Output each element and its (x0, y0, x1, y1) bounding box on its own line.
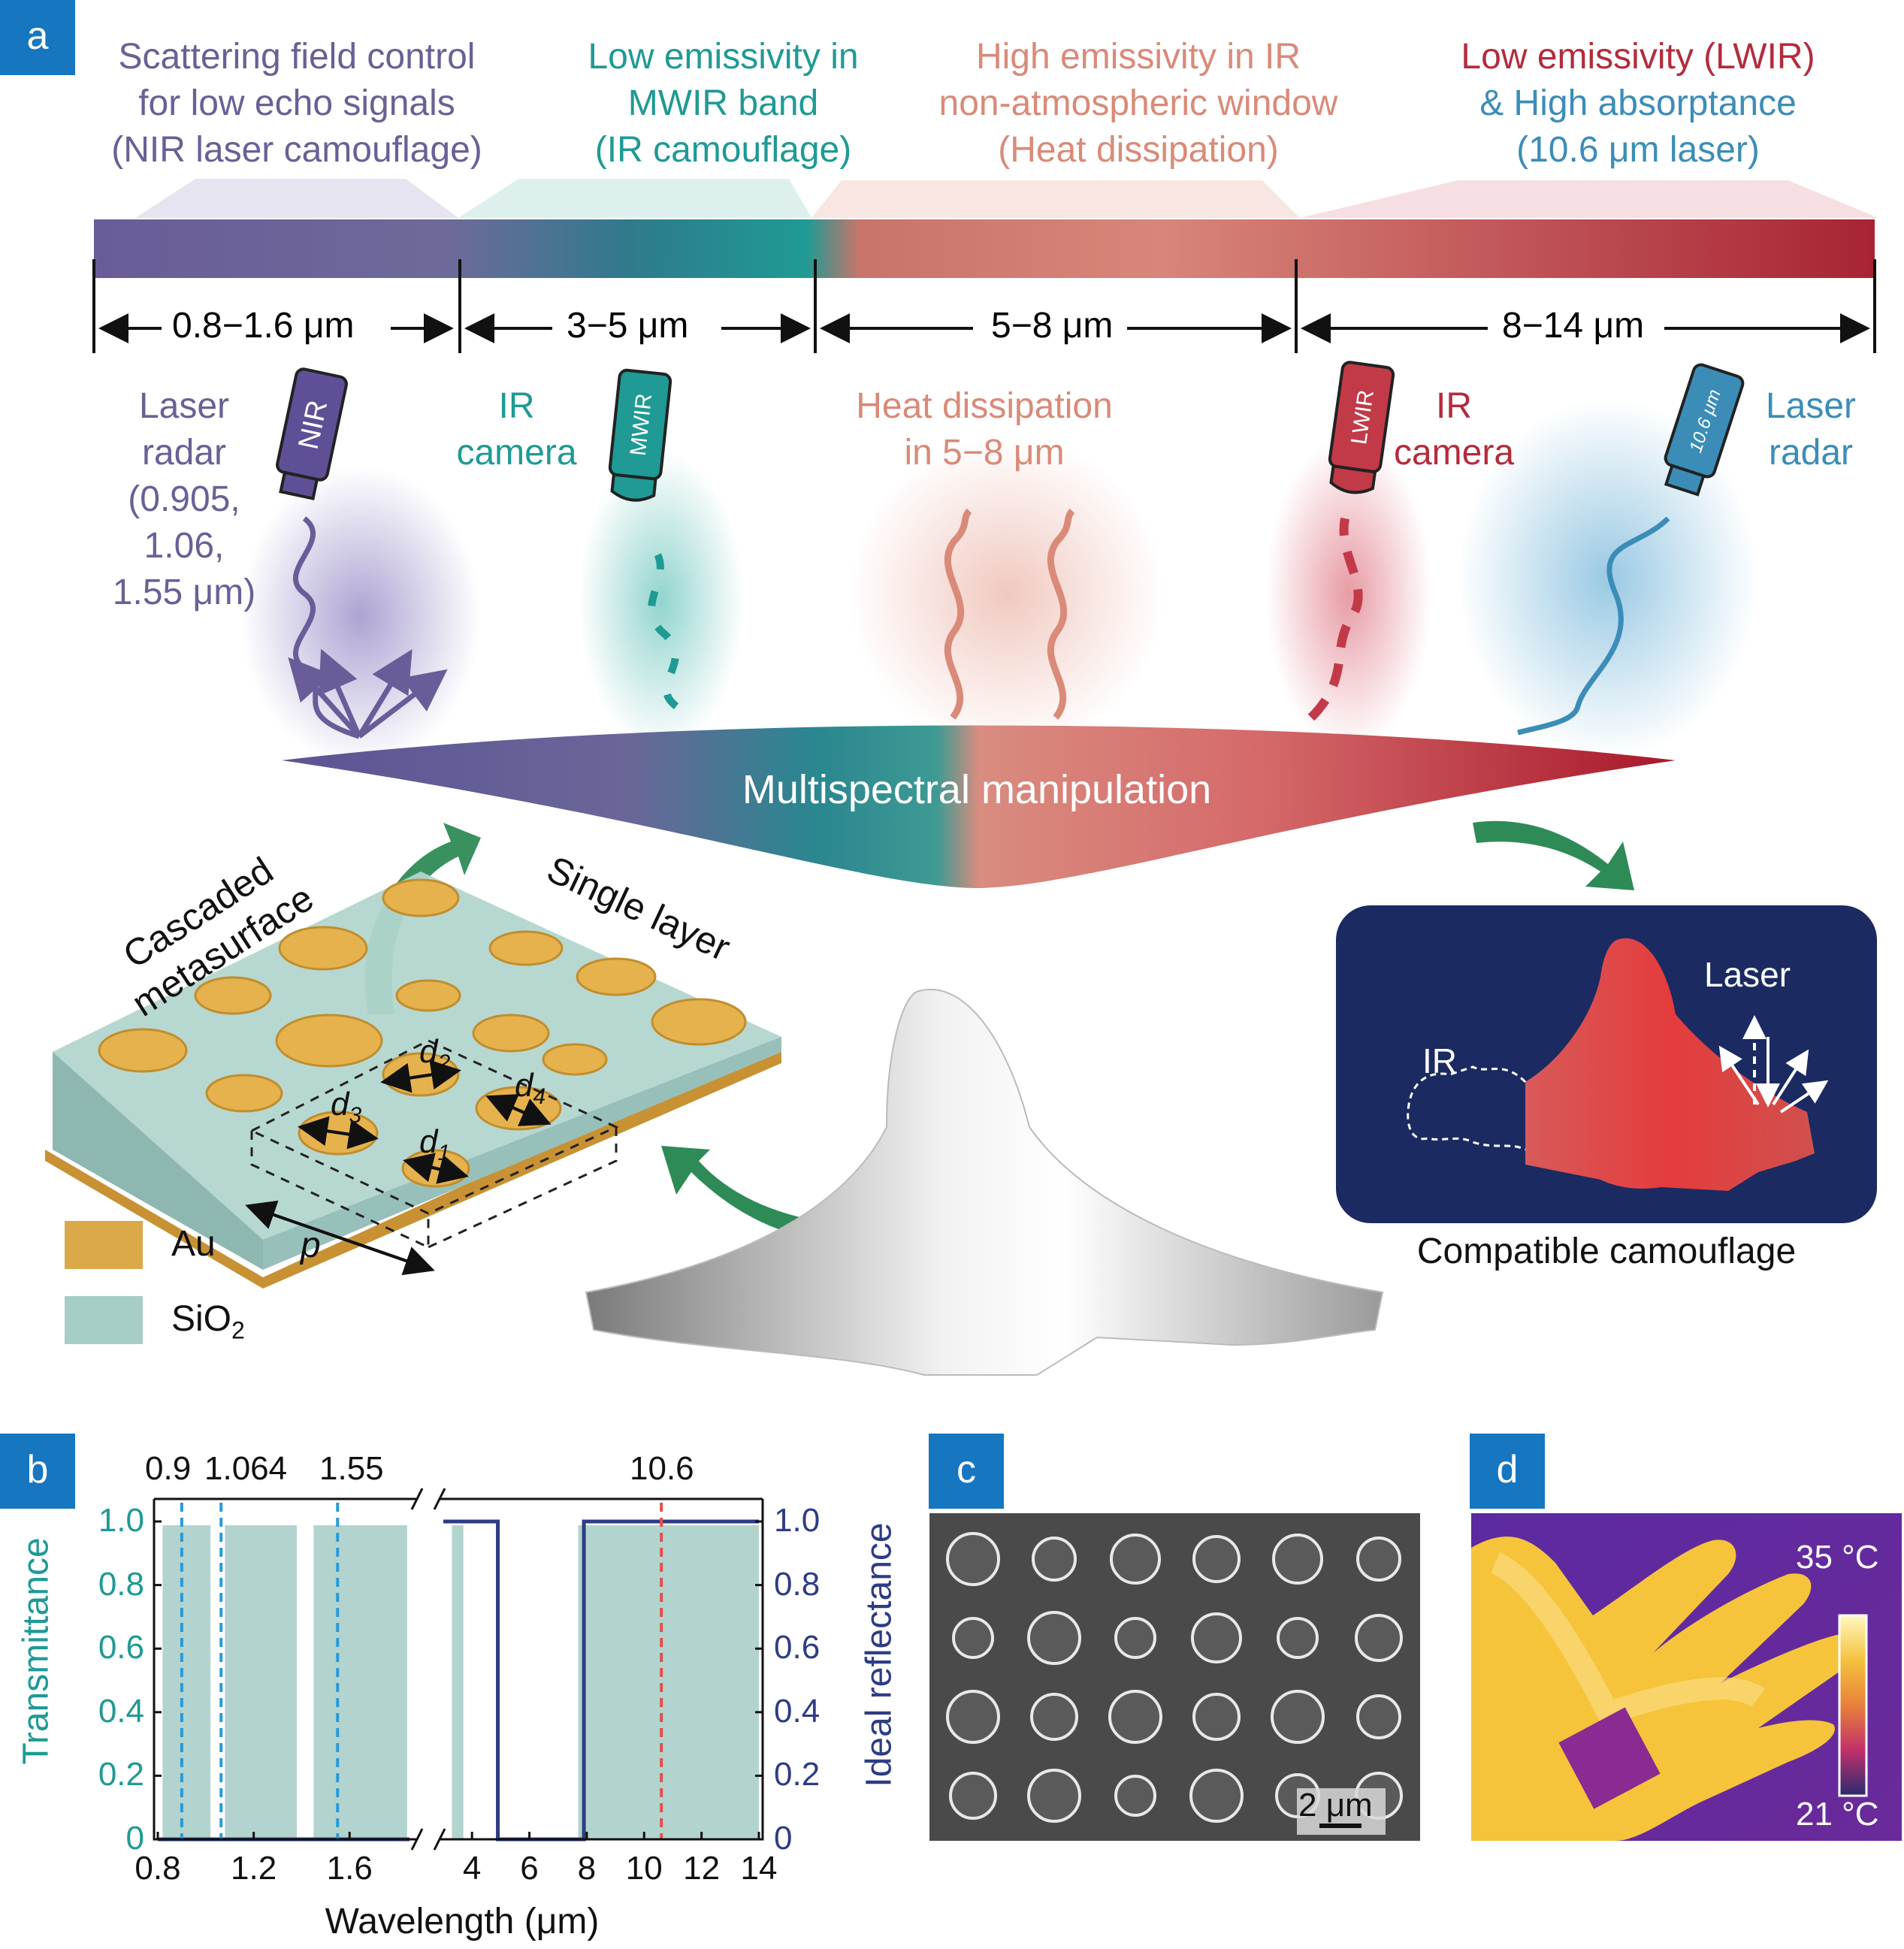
sem-disk (1192, 1535, 1241, 1583)
sem-disk (952, 1617, 994, 1659)
camo-laser-label: Laser (1704, 955, 1791, 994)
ylabel-ideal-reflectance: Ideal reflectance (859, 1522, 899, 1787)
sem-disk (1356, 1694, 1401, 1739)
panel-a-tag: a (0, 0, 75, 75)
sem-disk (1027, 1611, 1081, 1665)
sem-disk (1110, 1534, 1161, 1585)
right-tick-label: 0.2 (774, 1756, 821, 1793)
panel-c-tag: c (929, 1434, 1004, 1509)
range-heat: 5−8 μm (981, 305, 1124, 346)
top-label-1-55: 1.55 (319, 1450, 384, 1487)
sem-disk (1108, 1690, 1162, 1744)
left-tick-label: 0 (125, 1820, 144, 1857)
right-tick-label: 0.8 (774, 1565, 821, 1603)
sem-disk (1114, 1775, 1156, 1817)
nir-sensor-icon: NIR (276, 367, 348, 500)
sem-disk (949, 1772, 997, 1820)
metasurface-sample (1558, 1707, 1661, 1809)
top-label-1-064: 1.064 (204, 1450, 288, 1487)
x-tick-label: 8 (577, 1850, 597, 1887)
x-tick-label: 10 (625, 1850, 663, 1887)
dim-d4: d4 (515, 1067, 546, 1109)
dim-d1: d1 (419, 1123, 451, 1165)
panel-d-tag: d (1470, 1434, 1545, 1509)
panel-b-tag: b (0, 1434, 75, 1509)
x-tick-label: 1.2 (231, 1850, 277, 1887)
x-tick-label: 12 (683, 1850, 721, 1887)
camouflage-box (1336, 905, 1877, 1223)
range-nir: 0.8−1.6 μm (162, 305, 365, 346)
sem-disk (1189, 1769, 1244, 1823)
aircraft-illustration (585, 988, 1384, 1376)
left-tick-label: 0.6 (98, 1629, 144, 1666)
laser-10-6-sensor-icon: 10.6 μm (1664, 363, 1745, 497)
right-tick-label: 0.6 (774, 1629, 821, 1666)
ylabel-transmittance: Transmittance (16, 1537, 56, 1765)
left-tick-label: 0.4 (98, 1692, 144, 1730)
top-label-10-6: 10.6 (630, 1450, 694, 1487)
sem-disk (1277, 1617, 1319, 1659)
sem-disk (1355, 1614, 1403, 1662)
dim-d2: d2 (419, 1033, 451, 1075)
left-tick-label: 0.8 (98, 1565, 144, 1603)
range-lwir: 8−14 μm (1491, 305, 1655, 346)
dim-period: p (301, 1225, 321, 1265)
mwir-sensor-icon: MWIR (608, 368, 672, 502)
header-lwir: Low emissivity (LWIR) & High absorptance… (1461, 37, 1815, 170)
left-tick-label: 0.2 (98, 1756, 144, 1793)
right-tick-label: 0.4 (774, 1692, 821, 1730)
sem-disk (1191, 1612, 1242, 1663)
x-tick-label: 4 (462, 1850, 482, 1887)
sem-disk (1192, 1693, 1241, 1741)
sem-disk (946, 1532, 1000, 1586)
multispectral-label: Multispectral manipulation (742, 767, 1212, 812)
ideal-reflectance-line (443, 1519, 759, 1842)
sem-disk (1114, 1617, 1156, 1659)
legend-sio2-label: SiO2 (171, 1299, 245, 1344)
legend-au-label: Au (171, 1224, 216, 1264)
transmittance-band (452, 1525, 464, 1839)
sem-disk (1271, 1690, 1325, 1744)
sem-disk (1032, 1537, 1077, 1582)
panel-a-graphics: NIR MWIR LWIR 10.6 μm (45, 179, 1878, 1376)
transmittance-band (162, 1525, 211, 1839)
sem-disk (946, 1690, 1000, 1744)
colorbar-max-label: 35 °C (1796, 1539, 1879, 1576)
transmittance-band (313, 1525, 407, 1839)
color-bar (1838, 1614, 1868, 1797)
left-tick-label: 1.0 (98, 1502, 144, 1539)
sem-disk (1030, 1693, 1078, 1741)
legend-sio2-swatch (65, 1296, 143, 1344)
metasurface-illustration (45, 872, 781, 1289)
sem-disk (1027, 1769, 1081, 1823)
lwir-sensor-icon: LWIR (1328, 361, 1395, 494)
dim-d3: d3 (331, 1086, 362, 1128)
x-tick-label: 0.8 (134, 1850, 181, 1887)
top-label-0-9: 0.9 (145, 1450, 192, 1487)
xlabel-wavelength: Wavelength (μm) (325, 1902, 600, 1941)
sem-disk (1356, 1537, 1401, 1582)
transmittance-band (578, 1525, 759, 1839)
x-tick-label: 6 (520, 1850, 539, 1887)
transmittance-band (225, 1525, 298, 1839)
scale-bar-label: 2 μm (1298, 1787, 1373, 1824)
range-mwir: 3−5 μm (556, 305, 700, 346)
x-tick-label: 14 (740, 1850, 778, 1887)
colorbar-min-label: 21 °C (1796, 1796, 1879, 1833)
camo-ir-label: IR (1422, 1041, 1457, 1080)
legend-au-swatch (65, 1221, 143, 1269)
camo-caption: Compatible camouflage (1416, 1231, 1797, 1271)
right-tick-label: 1.0 (774, 1502, 821, 1539)
sem-disk (1272, 1534, 1323, 1585)
x-tick-label: 1.6 (326, 1850, 373, 1887)
right-tick-label: 0 (774, 1820, 793, 1857)
